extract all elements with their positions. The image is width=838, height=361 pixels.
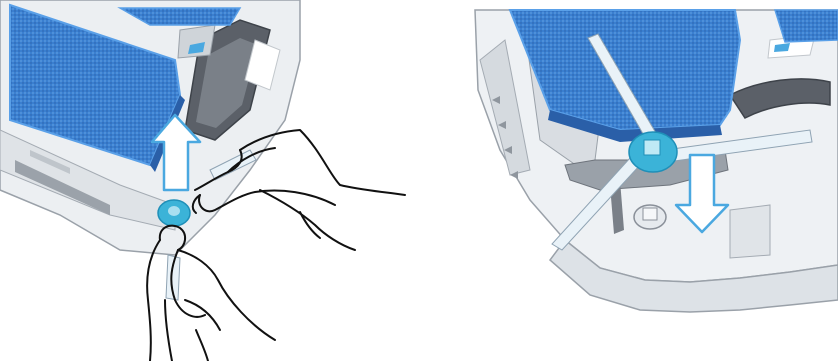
install-side-brush-drawing <box>470 0 838 361</box>
side-brush-hub <box>158 200 190 226</box>
panel-remove-side-brush <box>0 0 420 361</box>
brush-shaft <box>634 205 666 229</box>
panel-install-side-brush <box>470 0 838 361</box>
remove-side-brush-drawing <box>0 0 420 361</box>
